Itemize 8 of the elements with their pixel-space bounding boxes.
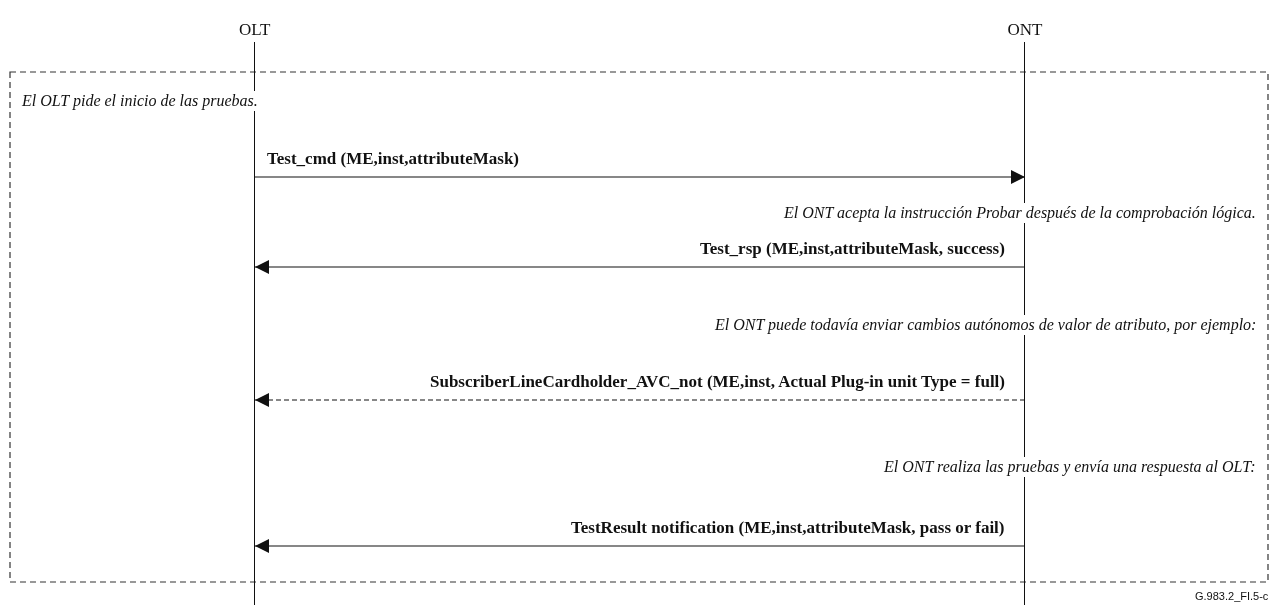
note-text: El ONT acepta la instrucción Probar después de la comprobación lógica. [784, 203, 1256, 223]
figure-id: G.983.2_FI.5-c [1195, 589, 1269, 603]
message-label: TestResult notification (ME,inst,attributeMask, pass or fail) [571, 518, 1005, 538]
note-text: El ONT realiza las pruebas y envía una respuesta al OLT: [884, 457, 1256, 477]
note-text: El OLT pide el inicio de las pruebas. [22, 91, 258, 111]
message-label: SubscriberLineCardholder_AVC_not (ME,inst, Actual Plug-in unit Type = full) [430, 372, 1005, 392]
note-text: El ONT puede todavía enviar cambios autónomos de valor de atributo, por ejemplo: [715, 315, 1257, 335]
message-label: Test_rsp (ME,inst,attributeMask, success) [700, 239, 1005, 259]
